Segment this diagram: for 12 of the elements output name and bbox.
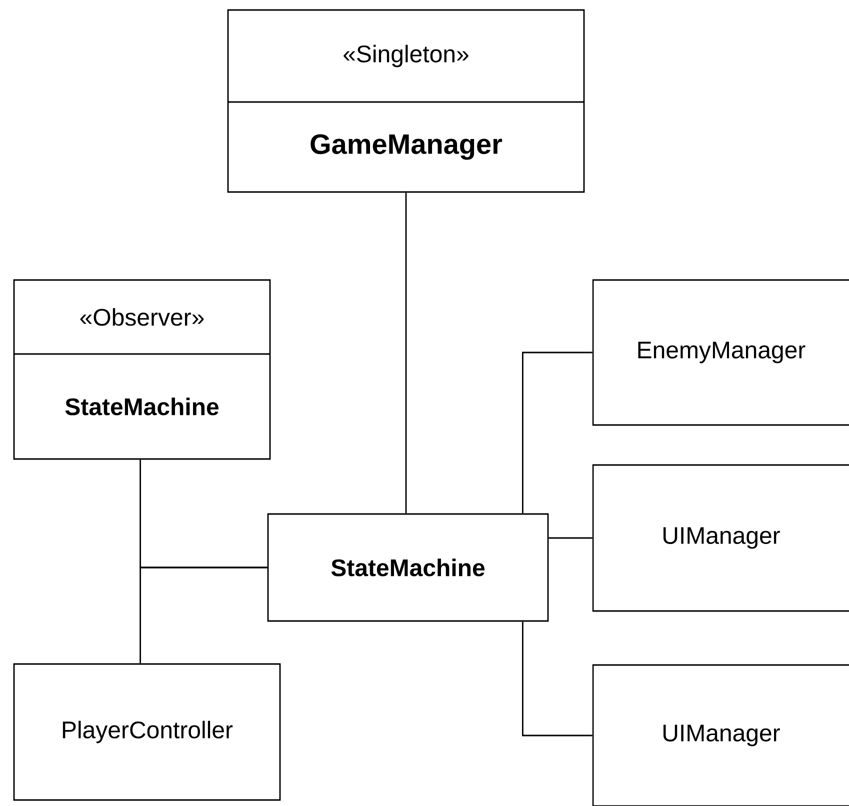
connector-line: [522, 352, 592, 514]
connector-line: [548, 537, 592, 539]
connector-line: [405, 192, 407, 514]
class-box: «Singleton» GameManager: [227, 9, 585, 193]
connector-line: [140, 566, 268, 664]
class-box: UIManager: [592, 464, 849, 612]
class-box: EnemyManager: [592, 279, 849, 426]
class-box: StateMachine: [267, 513, 549, 622]
class-box: UIManager: [592, 664, 849, 806]
class-box: PlayerController: [13, 663, 281, 801]
connector-line: [522, 622, 592, 736]
class-box: «Observer» StateMachine: [13, 279, 271, 460]
